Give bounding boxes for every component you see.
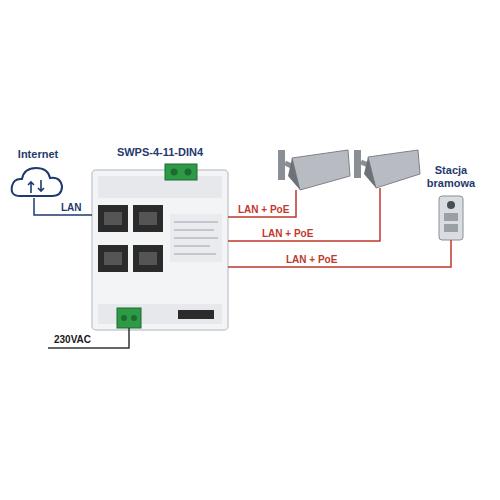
- switch-housing: [92, 170, 228, 330]
- switch-node: SWPS-4-11-DIN4: [92, 146, 228, 330]
- wire-label: LAN + PoE: [236, 204, 291, 215]
- power-wire: [48, 328, 129, 348]
- updown-arrows: [28, 180, 44, 193]
- connector: [34, 198, 92, 215]
- rj45-port: [133, 205, 163, 232]
- camera-mount: [278, 150, 285, 180]
- connector: [228, 240, 451, 267]
- poe-wire: [228, 190, 296, 217]
- cloud-icon: [12, 168, 62, 196]
- rj45-port: [133, 245, 163, 272]
- edge-label: LAN: [59, 202, 84, 213]
- power-terminal: [117, 308, 141, 328]
- brand-plate: [178, 310, 214, 319]
- camera: [292, 150, 350, 190]
- power-label: 230VAC: [52, 334, 93, 345]
- rj45-port: [98, 205, 128, 232]
- gate-station: [439, 196, 463, 240]
- node-title: SWPS-4-11-DIN4: [92, 146, 228, 159]
- rj45-port: [98, 245, 128, 272]
- camera: [368, 150, 420, 188]
- spec-panel: [170, 214, 222, 262]
- wire-label: LAN + PoE: [260, 228, 315, 239]
- poe-wire: [228, 188, 380, 241]
- camera-mount: [354, 150, 361, 178]
- cloud-node: Internet: [8, 148, 68, 198]
- node-title: Internet: [8, 148, 68, 161]
- edge-label: LAN + PoE: [284, 254, 339, 265]
- node-title: Stacja bramowa: [424, 164, 478, 189]
- housing-top: [98, 176, 222, 198]
- gate-station-node: Stacja bramowa: [424, 164, 478, 240]
- terminal-block: [165, 164, 197, 180]
